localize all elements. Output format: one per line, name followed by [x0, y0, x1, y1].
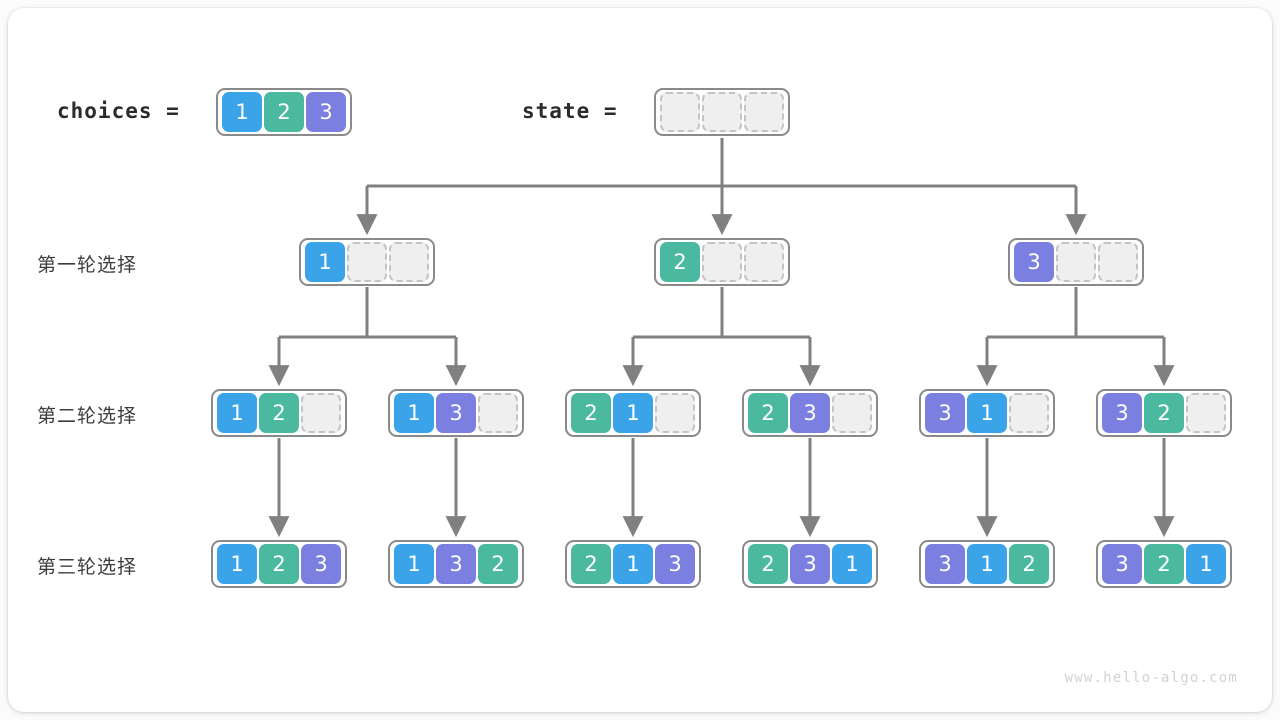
array-cell-value: 2: [1144, 393, 1184, 433]
row-label-round-3: 第三轮选择: [37, 556, 138, 578]
array-cell-empty: [744, 242, 784, 282]
array-cell-value: 2: [748, 393, 788, 433]
watermark: www.hello-algo.com: [1064, 670, 1238, 686]
array-cell-value: 2: [259, 393, 299, 433]
array-cell-value: 1: [1186, 544, 1226, 584]
tree-node-level-1-n-3: 3: [1008, 238, 1144, 286]
array-cell-value: 1: [217, 393, 257, 433]
array-cell-value: 2: [571, 544, 611, 584]
array-cell-empty: [744, 92, 784, 132]
array-cell-empty: [478, 393, 518, 433]
array-cell-value: 1: [222, 92, 262, 132]
array-cell-empty: [1009, 393, 1049, 433]
array-cell-value: 3: [436, 544, 476, 584]
array-cell-value: 3: [655, 544, 695, 584]
array-cell-empty: [389, 242, 429, 282]
array-cell-empty: [702, 242, 742, 282]
array-cell-value: 3: [306, 92, 346, 132]
array-cell-value: 3: [925, 544, 965, 584]
array-cell-value: 1: [967, 544, 1007, 584]
array-cell-value: 2: [1009, 544, 1049, 584]
row-label-round-1: 第一轮选择: [37, 254, 138, 276]
array-cell-value: 3: [1102, 393, 1142, 433]
array-cell-value: 1: [613, 393, 653, 433]
array-cell-value: 3: [301, 544, 341, 584]
array-cell-empty: [1056, 242, 1096, 282]
state-label: state =: [522, 99, 618, 123]
array-cell-empty: [655, 393, 695, 433]
array-cell-value: 3: [1014, 242, 1054, 282]
array-cell-empty: [660, 92, 700, 132]
array-cell-value: 3: [436, 393, 476, 433]
array-cell-value: 1: [967, 393, 1007, 433]
array-cell-value: 1: [217, 544, 257, 584]
array-cell-value: 3: [925, 393, 965, 433]
array-cell-value: 1: [832, 544, 872, 584]
array-cell-value: 2: [748, 544, 788, 584]
tree-node-level-1-n-2: 2: [654, 238, 790, 286]
array-cell-value: 2: [259, 544, 299, 584]
array-cell-value: 1: [394, 393, 434, 433]
tree-node-level-1-n-1: 1: [299, 238, 435, 286]
row-label-round-2: 第二轮选择: [37, 405, 138, 427]
array-cell-value: 1: [394, 544, 434, 584]
array-cell-value: 1: [305, 242, 345, 282]
array-cell-value: 3: [1102, 544, 1142, 584]
array-cell-empty: [1098, 242, 1138, 282]
array-cell-value: 2: [660, 242, 700, 282]
array-cell-value: 3: [790, 393, 830, 433]
array-cell-value: 2: [571, 393, 611, 433]
array-cell-value: 1: [613, 544, 653, 584]
array-cell-empty: [832, 393, 872, 433]
array-cell-value: 2: [264, 92, 304, 132]
array-cell-empty: [1186, 393, 1226, 433]
array-cell-value: 2: [478, 544, 518, 584]
array-cell-empty: [347, 242, 387, 282]
diagram-card: [8, 8, 1272, 712]
array-cell-value: 2: [1144, 544, 1184, 584]
state-array-root: [654, 88, 790, 136]
choices-label: choices =: [57, 99, 180, 123]
array-cell-empty: [301, 393, 341, 433]
array-cell-empty: [702, 92, 742, 132]
array-cell-value: 3: [790, 544, 830, 584]
